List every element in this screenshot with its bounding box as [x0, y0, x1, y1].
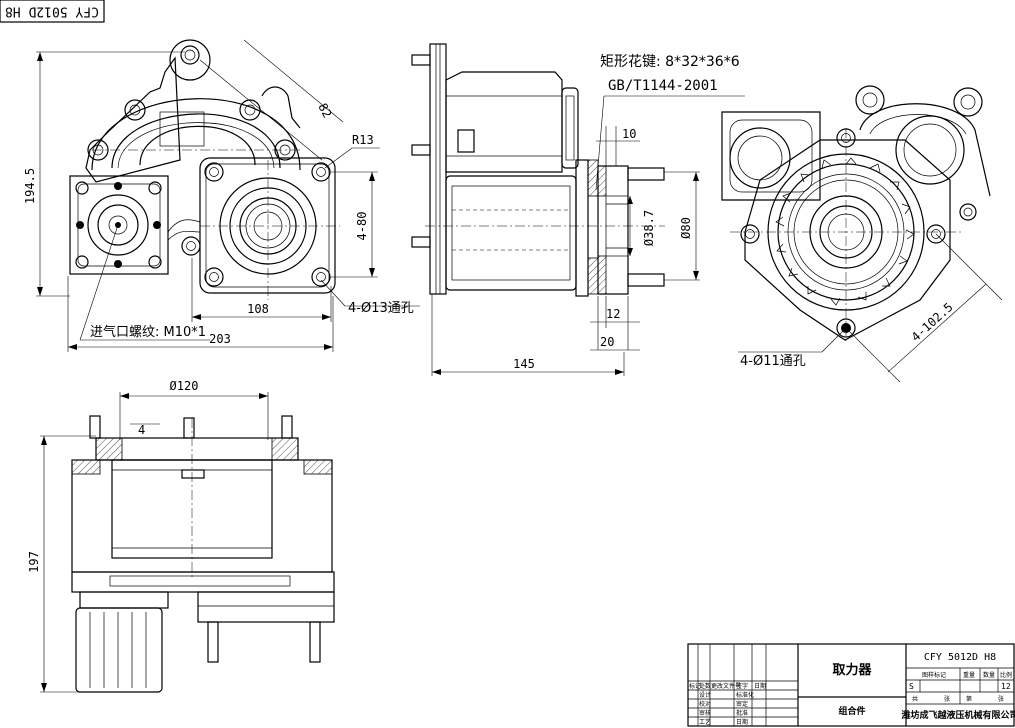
tb-company: 潍坊成飞越液压机械有限公司	[901, 709, 1015, 721]
tb-col-mark: 标记	[689, 682, 701, 690]
tb-assembly: 组合件	[838, 705, 865, 717]
section-view: Ø120 4 197	[27, 379, 335, 693]
label-spline-std: GB/T1144-2001	[608, 78, 718, 94]
tb-mark-s: S	[909, 682, 914, 691]
tb-row-craft: 工艺	[699, 718, 711, 726]
tb-sheet-of: 第	[966, 695, 972, 703]
side-view: 矩形花键: 8*32*36*6 GB/T1144-2001 10 Ø38.7 Ø…	[411, 43, 745, 376]
gear-teeth	[775, 157, 915, 306]
dim-194-5: 194.5	[23, 168, 37, 204]
dim-82: 82	[315, 101, 334, 120]
tb-hdr-weight: 重量	[963, 671, 975, 679]
dim-20: 20	[600, 335, 614, 349]
dim-145: 145	[513, 357, 535, 371]
dim-r13: R13	[352, 133, 374, 147]
tb-sheet-total: 共	[912, 695, 918, 703]
tb-hdr-mark: 图样标记	[922, 671, 946, 679]
tb-row-proof: 校对	[699, 700, 711, 708]
dim-197: 197	[27, 551, 41, 573]
tb-row-review: 审定	[736, 700, 748, 708]
tb-row-std: 标准化	[736, 691, 754, 699]
label-holes-11: 4-Ø11通孔	[740, 354, 806, 369]
front-view: 194.5 82 R13 4-80 108 4-Ø13通孔 203	[23, 39, 420, 352]
label-holes-13: 4-Ø13通孔	[348, 301, 414, 316]
dim-203: 203	[209, 332, 231, 346]
dim-4: 4	[138, 423, 145, 437]
tb-row-date: 日期	[736, 718, 748, 726]
rear-view: 4-102.5 4-Ø11通孔	[721, 85, 1003, 383]
dim-108: 108	[247, 302, 269, 316]
tb-hdr-scale: 比例	[1000, 671, 1012, 679]
dim-4-102-5: 4-102.5	[909, 300, 956, 344]
tb-col-docno: 更改文件号	[711, 682, 741, 690]
dim-dia-80: Ø80	[679, 217, 693, 239]
dim-12: 12	[606, 307, 620, 321]
dim-dia-38-7: Ø38.7	[642, 210, 656, 246]
tb-row-design: 设计	[699, 691, 711, 699]
tb-col-count: 处数	[699, 682, 711, 690]
dim-10: 10	[622, 127, 636, 141]
code-stamp: CFY 5012D H8	[0, 0, 105, 23]
tb-drawing-no: CFY 5012D H8	[924, 652, 996, 663]
dim-4-80: 4-80	[355, 212, 369, 241]
label-inlet-thread: 进气口螺纹: M10*1	[90, 324, 206, 340]
tb-row-approve: 批准	[736, 709, 748, 717]
tb-row-check: 审核	[699, 709, 711, 717]
tb-hdr-qty: 数量	[983, 671, 995, 679]
dim-dia-120: Ø120	[170, 379, 199, 393]
tb-col-date: 日期	[754, 682, 766, 690]
code-stamp-text: CFY 5012D H8	[5, 4, 99, 19]
tb-qty: 12	[1001, 682, 1011, 691]
tb-part-name: 取力器	[832, 662, 872, 678]
tb-col-sign: 签字	[736, 682, 748, 690]
label-spline-key: 矩形花键: 8*32*36*6	[600, 54, 740, 70]
tb-sheet-no: 张	[944, 695, 950, 703]
title-block: 标记 处数 更改文件号 签字 日期 设计 校对 审核 工艺 标准化 审定 批准 …	[687, 643, 1015, 727]
tb-sheet-no2: 张	[998, 695, 1004, 703]
